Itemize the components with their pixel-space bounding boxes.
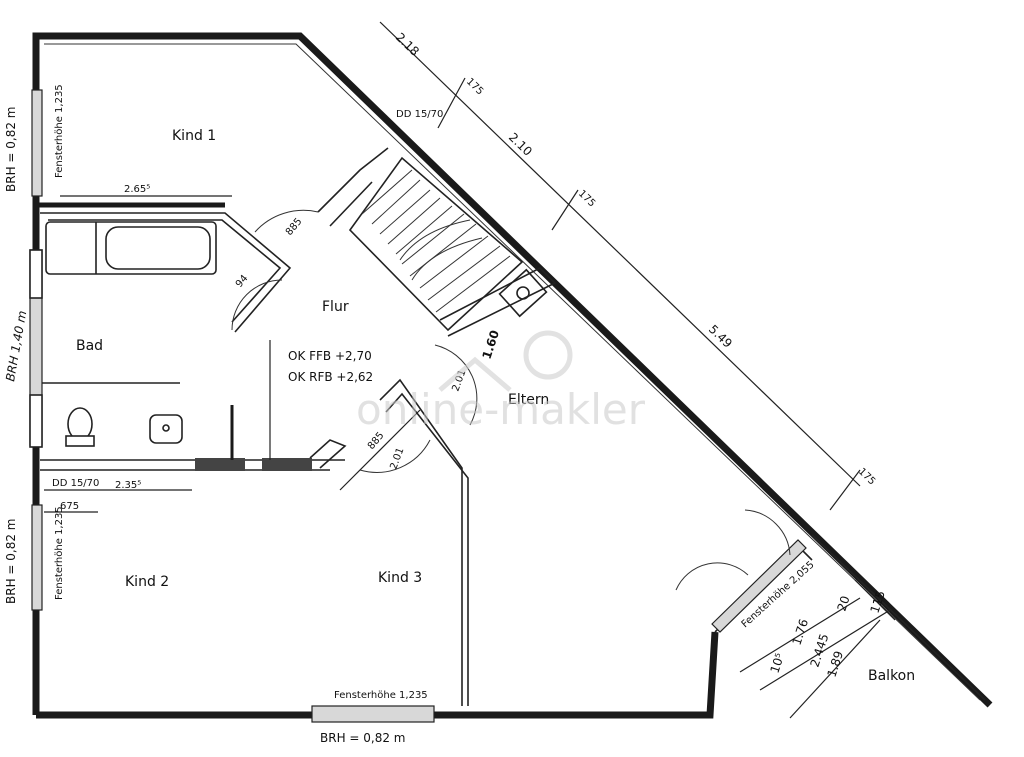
sink	[149, 414, 183, 444]
dim-175-c: 175	[856, 466, 877, 487]
dim-2-18: 2.18	[393, 30, 422, 59]
door-arc-eltern	[434, 344, 478, 426]
dim-5-49: 5.49	[706, 322, 735, 351]
dim-2-01-b: 2.01	[388, 446, 406, 471]
dim-175-a: 175	[464, 76, 485, 97]
brh-bottom-left: BRH = 0,82 m	[4, 519, 18, 605]
door-arc-kind3	[359, 439, 431, 473]
door-arc-bad	[231, 279, 283, 331]
dim-20: 20	[835, 594, 853, 613]
door-arc-kind1	[254, 209, 319, 233]
watermark-tree-icon	[523, 330, 573, 380]
dim-675: 675	[60, 501, 79, 512]
room-label-flur: Flur	[322, 299, 349, 315]
window-eltern	[711, 539, 807, 633]
watermark-text: online-makler	[356, 385, 646, 434]
dimension-lines	[44, 21, 896, 719]
fensterhoehe-kind1: Fensterhöhe 1,235	[54, 84, 65, 178]
stair-dimension: 1.60	[480, 328, 502, 360]
room-label-kind2: Kind 2	[125, 574, 169, 590]
room-label-kind1: Kind 1	[172, 128, 216, 144]
door-arc-balcony-2	[744, 509, 791, 556]
interior-walls	[36, 147, 986, 706]
doors	[231, 209, 791, 591]
fixtures	[29, 221, 217, 448]
window-kind1	[31, 89, 43, 197]
fensterhoehe-kind2: Fensterhöhe 1,235	[54, 506, 65, 600]
door-arc-balcony-1	[675, 562, 749, 591]
dim-10-5: 10⁵	[768, 651, 788, 675]
watermark: online-makler	[356, 330, 646, 434]
brh-bottom: BRH = 0,82 m	[320, 731, 406, 745]
room-labels: Kind 1 Bad Flur Eltern Kind 2 Kind 3 Bal…	[76, 128, 915, 684]
room-label-bad: Bad	[76, 338, 103, 354]
dim-885-a: 885	[284, 216, 305, 238]
dim-115: 115	[868, 589, 888, 615]
brh-top-left: BRH = 0,82 m	[4, 107, 18, 193]
room-label-balkon: Balkon	[868, 668, 915, 684]
dim-1-89: 1.89	[825, 649, 847, 679]
dimension-texts: 2.18 175 2.10 175 5.49 175 2.65⁵ 2.35⁵ 6…	[60, 30, 888, 679]
dd-kind2: DD 15/70	[52, 478, 99, 489]
dim-2-355: 2.35⁵	[115, 480, 141, 491]
window-kind2	[31, 504, 43, 611]
fensterhoehe-bottom: Fensterhöhe 1,235	[334, 690, 428, 701]
window-bottom	[311, 705, 435, 723]
ok-rfb: OK RFB +2,62	[288, 370, 373, 384]
dd-top: DD 15/70	[396, 109, 443, 120]
room-label-kind3: Kind 3	[378, 570, 422, 586]
room-label-eltern: Eltern	[508, 392, 549, 408]
watermark-house-icon	[438, 356, 512, 392]
brh-bad-handwritten: BRH 1,40 m	[3, 310, 29, 383]
dim-2-655: 2.65⁵	[124, 184, 150, 195]
ok-ffb: OK FFB +2,70	[288, 349, 372, 363]
dim-2-10: 2.10	[506, 130, 535, 159]
dim-1-76: 1.76	[790, 617, 812, 647]
chimney	[498, 268, 548, 318]
dim-175-b: 175	[576, 188, 597, 209]
dim-94: 94	[234, 273, 251, 290]
staircase	[361, 169, 548, 318]
